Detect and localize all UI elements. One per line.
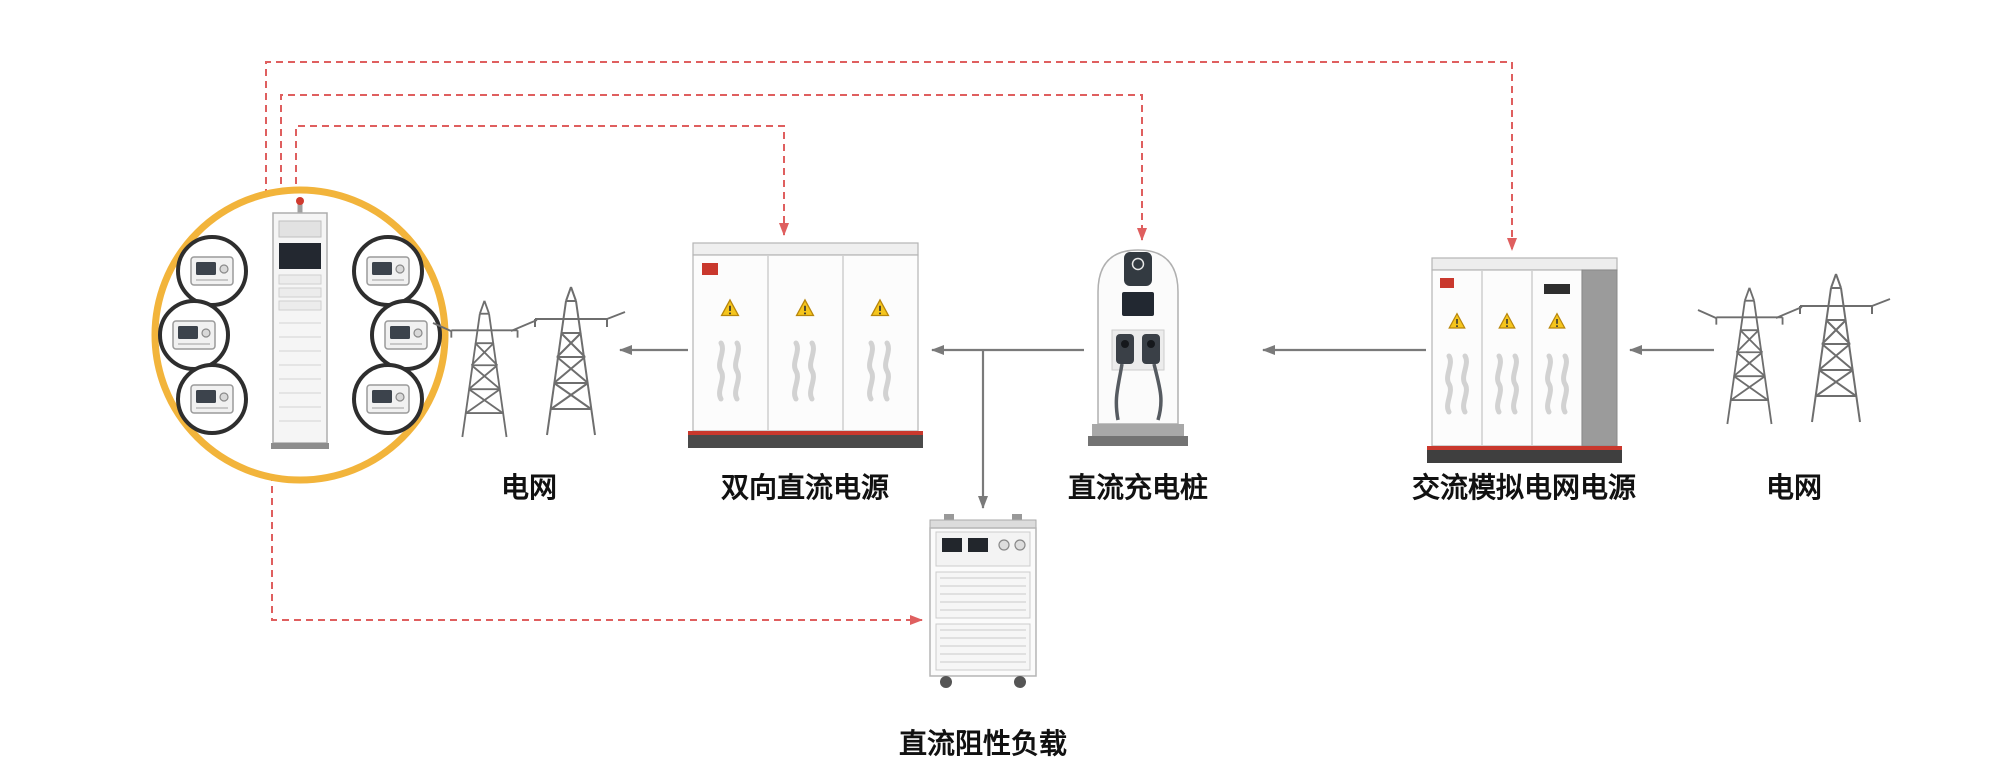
vent-slot <box>1564 356 1567 412</box>
measure-line-to-bidirectional <box>295 125 789 236</box>
vent-slot <box>1448 356 1451 412</box>
instrument-icon <box>176 235 248 307</box>
dc-load-illustration <box>929 514 1037 688</box>
vent-slot <box>1514 356 1517 412</box>
beacon-light-icon <box>296 197 304 205</box>
ac-grid-sim-illustration <box>1427 257 1622 463</box>
meter-display <box>968 538 988 552</box>
charging-cable <box>1114 363 1124 421</box>
knob-icon <box>1014 539 1026 551</box>
grid-right-icon <box>1698 274 1890 424</box>
instrument-icon <box>176 363 248 435</box>
measure-line-to-ac-sim <box>265 61 1517 251</box>
caster-icon <box>1014 676 1026 688</box>
bidirectional-dc-illustration <box>688 242 923 448</box>
vent-slot <box>795 343 798 399</box>
panel-display <box>1544 284 1570 294</box>
brand-logo <box>702 263 718 275</box>
vent-slot <box>870 343 873 399</box>
label-bidirectional-dc: 双向直流电源 <box>721 472 889 503</box>
label-grid-left: 电网 <box>501 472 557 503</box>
charging-connector-icon <box>1116 334 1134 364</box>
instrument-icon <box>158 299 230 371</box>
control-rack-icon <box>271 197 329 449</box>
charger-screen <box>1122 292 1154 316</box>
charging-cable <box>1152 363 1163 421</box>
instrument-icon <box>370 299 442 371</box>
label-dc-load: 直流阻性负载 <box>899 728 1067 759</box>
charging-connector-icon <box>1142 334 1160 364</box>
label-dc-charger: 直流充电桩 <box>1068 471 1208 503</box>
rack-screen <box>279 243 321 269</box>
label-ac-grid-sim: 交流模拟电网电源 <box>1412 471 1636 503</box>
dc-charger-illustration <box>1088 249 1188 446</box>
grid-left-icon <box>433 287 625 437</box>
measure-line-to-dc-load <box>271 474 923 625</box>
vent-grille <box>935 623 1031 671</box>
charger-logo-icon <box>1131 257 1145 271</box>
test-system-illustration <box>151 186 449 484</box>
brand-logo <box>1440 278 1454 288</box>
vent-slot <box>1548 356 1551 412</box>
vent-slot <box>1498 356 1501 412</box>
vent-slot <box>736 343 739 399</box>
vent-slot <box>1464 356 1467 412</box>
instrument-icon <box>352 235 424 307</box>
measure-line-to-charger <box>280 94 1147 241</box>
vent-slot <box>720 343 723 399</box>
vent-slot <box>811 343 814 399</box>
knob-icon <box>998 539 1010 551</box>
caster-icon <box>940 676 952 688</box>
instrument-icon <box>352 363 424 435</box>
label-grid-right: 电网 <box>1766 472 1822 503</box>
vent-slot <box>886 343 889 399</box>
meter-display <box>942 538 962 552</box>
vent-grille <box>935 571 1031 619</box>
